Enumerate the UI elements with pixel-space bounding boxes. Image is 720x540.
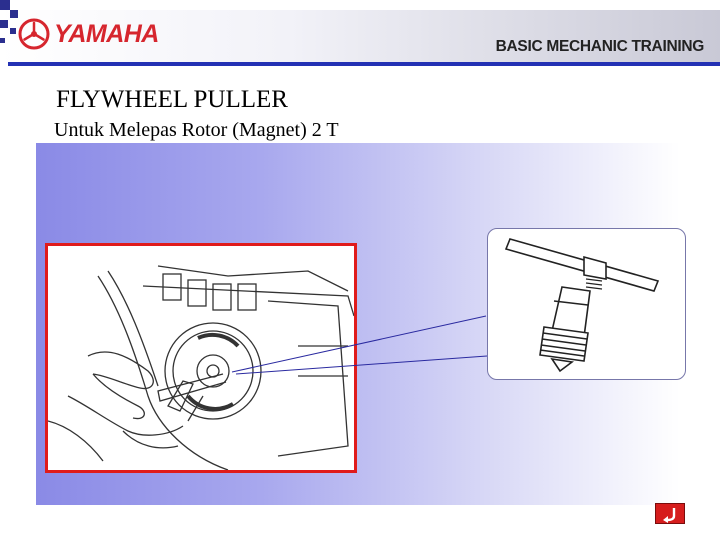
tuning-fork-logo-icon <box>18 18 50 50</box>
return-button[interactable] <box>655 503 685 524</box>
header-band <box>0 10 720 62</box>
slide-title: FLYWHEEL PULLER <box>56 86 288 113</box>
corner-decoration <box>0 0 40 60</box>
slide-subtitle: Untuk Melepas Rotor (Magnet) 2 T <box>54 119 339 141</box>
return-arrow-icon <box>663 508 676 523</box>
brand-name: YAMAHA <box>54 19 159 48</box>
engine-illustration <box>45 243 357 473</box>
puller-detail-illustration <box>487 228 686 380</box>
puller-tool-drawing <box>504 238 660 373</box>
brand-logo: YAMAHA <box>18 18 159 50</box>
header-divider <box>8 62 720 66</box>
training-title: BASIC MECHANIC TRAINING <box>495 38 705 55</box>
engine-drawing <box>48 265 354 470</box>
